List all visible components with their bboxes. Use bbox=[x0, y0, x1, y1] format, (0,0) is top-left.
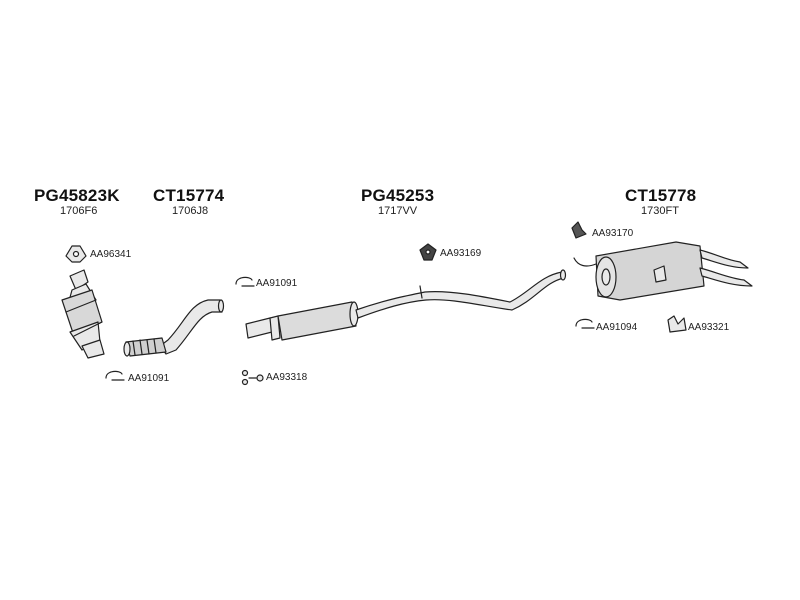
gasket-icon bbox=[65, 245, 87, 263]
part-ref-front-pipe: 1706J8 bbox=[172, 205, 209, 217]
clamp-icon bbox=[105, 370, 125, 381]
part-ref-rear-silencer: 1730FT bbox=[641, 205, 679, 217]
part-ref-middle-silencer: 1717VV bbox=[378, 205, 418, 217]
part-code-middle-silencer: PG45253 bbox=[361, 186, 435, 205]
accessory-label-spring-bolt: AA93318 bbox=[266, 372, 308, 383]
accessory-label-rubber-mount: AA93169 bbox=[440, 248, 482, 259]
accessory-label-clamp-rear: AA91094 bbox=[596, 322, 638, 333]
accessory-label-gasket: AA96341 bbox=[90, 249, 132, 260]
part-code-rear-silencer: CT15778 bbox=[625, 186, 697, 205]
middle-silencer-drawing bbox=[245, 269, 567, 341]
spring-bolt-icon bbox=[241, 369, 264, 386]
accessory-label-clamp-front: AA91091 bbox=[256, 278, 298, 289]
rear-silencer-drawing bbox=[573, 241, 753, 301]
front-pipe-drawing bbox=[123, 299, 225, 357]
bracket-icon bbox=[571, 221, 587, 239]
part-code-catalytic-converter: PG45823K bbox=[34, 186, 120, 205]
part-ref-catalytic-converter: 1706F6 bbox=[60, 205, 98, 217]
accessory-label-clamp-cat: AA91091 bbox=[128, 373, 170, 384]
accessory-label-rear-mount: AA93321 bbox=[688, 322, 730, 333]
clamp-icon bbox=[575, 318, 595, 329]
catalytic-converter-drawing bbox=[61, 269, 105, 359]
clamp-icon bbox=[235, 276, 255, 287]
mount-icon bbox=[667, 315, 687, 333]
part-code-front-pipe: CT15774 bbox=[153, 186, 225, 205]
rubber-mount-icon bbox=[419, 243, 437, 261]
accessory-label-rear-bracket: AA93170 bbox=[592, 228, 634, 239]
